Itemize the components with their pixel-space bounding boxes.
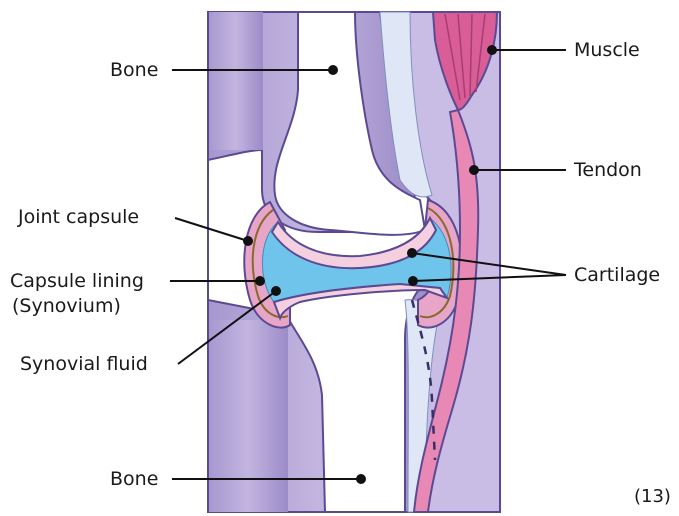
- dot-tendon: [470, 166, 478, 174]
- dot-cartilage-upper: [408, 249, 416, 257]
- dot-synovial-fluid: [272, 287, 280, 295]
- dot-bone-top: [329, 66, 337, 74]
- figure-number: (13): [634, 486, 671, 508]
- label-bone-bottom: Bone: [110, 468, 158, 490]
- dot-capsule-lining: [256, 277, 264, 285]
- label-muscle: Muscle: [574, 39, 640, 61]
- label-capsule-lining: Capsule lining: [10, 270, 144, 292]
- label-synovium: (Synovium): [12, 295, 121, 317]
- label-tendon: Tendon: [574, 159, 642, 181]
- dot-cartilage-lower: [409, 277, 417, 285]
- dot-bone-bottom: [357, 475, 365, 483]
- left-shaft-lower: [208, 320, 288, 512]
- dot-joint-capsule: [244, 237, 252, 245]
- label-cartilage: Cartilage: [574, 264, 660, 286]
- label-synovial-fluid: Synovial fluid: [20, 353, 148, 375]
- leader-joint-capsule: [175, 218, 248, 241]
- label-bone-top: Bone: [110, 59, 158, 81]
- dot-muscle: [488, 46, 496, 54]
- label-joint-capsule: Joint capsule: [18, 206, 139, 228]
- left-shaft: [208, 12, 263, 150]
